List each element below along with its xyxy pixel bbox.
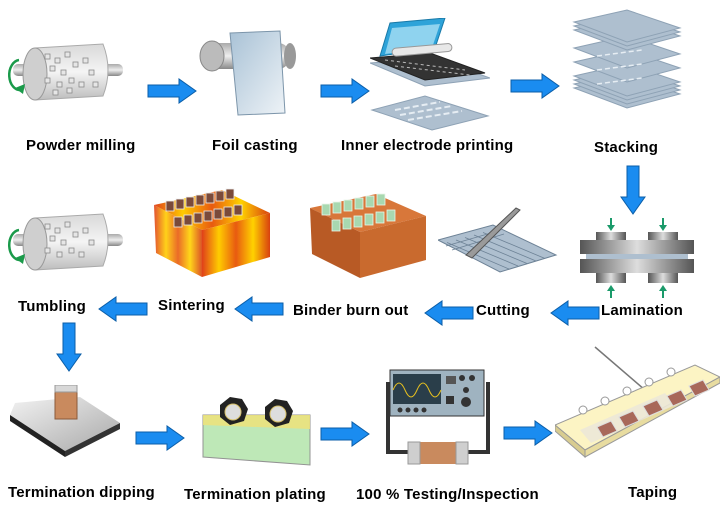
stacking-illustration: [572, 9, 682, 109]
arrow-right-icon: [147, 78, 197, 104]
arrow-right-icon: [320, 78, 370, 104]
arrow-left-icon: [424, 300, 474, 326]
testing-inspection-illustration: [386, 369, 490, 465]
step-label-termination-dipping: Termination dipping: [8, 484, 155, 501]
sintering-illustration: [154, 188, 270, 277]
arrow-right-icon: [135, 425, 185, 451]
step-label-taping: Taping: [628, 484, 678, 501]
step-label-inner-electrode-printing: Inner electrode printing: [341, 137, 514, 154]
step-label-testing-inspection: 100 % Testing/Inspection: [356, 486, 539, 503]
lamination-illustration: [580, 218, 694, 298]
binder-burn-out-illustration: [310, 193, 426, 278]
step-label-sintering: Sintering: [158, 297, 225, 314]
step-label-binder-burn-out: Binder burn out: [293, 302, 409, 319]
arrow-right-icon: [503, 420, 553, 446]
arrow-left-icon: [550, 300, 600, 326]
powder-milling-illustration: [7, 43, 123, 101]
arrow-right-icon: [320, 421, 370, 447]
termination-dipping-illustration: [10, 385, 120, 457]
step-label-cutting: Cutting: [476, 302, 530, 319]
arrow-left-icon: [98, 296, 148, 322]
taping-illustration: [555, 346, 720, 459]
step-label-foil-casting: Foil casting: [212, 137, 298, 154]
arrow-right-icon: [510, 73, 560, 99]
foil-casting-illustration: [199, 30, 296, 116]
arrow-down-icon: [56, 322, 82, 372]
arrow-left-icon: [234, 296, 284, 322]
arrow-down-icon: [620, 165, 646, 215]
step-label-lamination: Lamination: [601, 302, 684, 319]
step-label-powder-milling: Powder milling: [26, 137, 136, 154]
step-label-termination-plating: Termination plating: [184, 486, 326, 503]
step-label-stacking: Stacking: [594, 139, 659, 156]
step-label-tumbling: Tumbling: [18, 298, 86, 315]
inner-electrode-printing-illustration: [370, 18, 490, 131]
cutting-illustration: [438, 207, 558, 273]
tumbling-illustration: [7, 213, 123, 271]
termination-plating-illustration: [202, 397, 311, 466]
